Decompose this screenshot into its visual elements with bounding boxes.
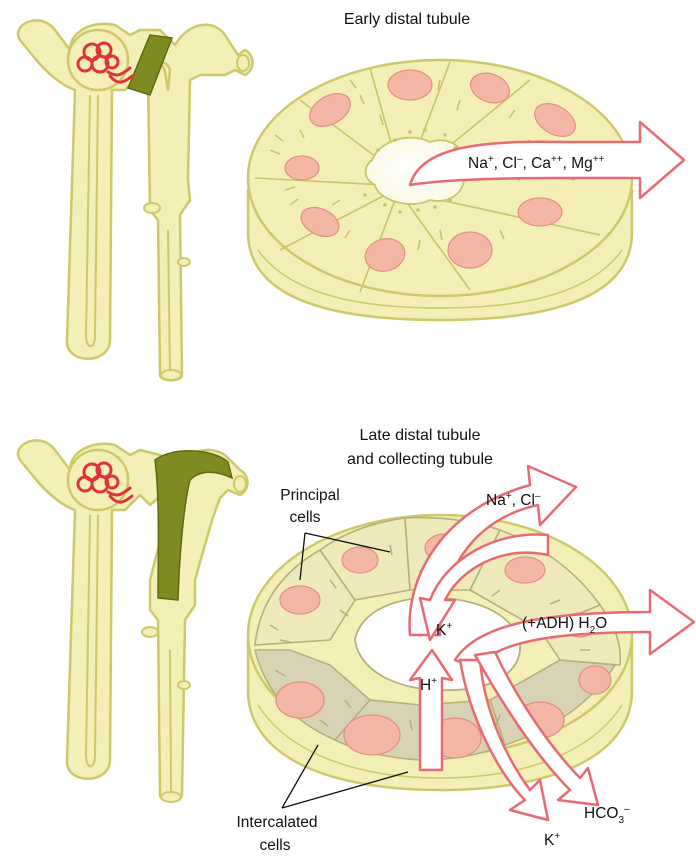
tubule-end-top xyxy=(161,370,181,380)
branch-top-3 xyxy=(237,55,249,71)
branch-bottom-2 xyxy=(178,681,190,689)
h: H xyxy=(420,677,431,694)
k-out-charge: + xyxy=(446,621,452,632)
branch-top-1 xyxy=(144,203,160,213)
tubule-outline-bottom xyxy=(18,440,247,800)
branch-bottom-1 xyxy=(142,627,158,637)
nephron-diagram-top xyxy=(18,20,252,380)
tubule-end-bottom xyxy=(161,792,181,802)
ion-sep-2: , xyxy=(523,155,532,172)
k-bottom-charge: + xyxy=(554,831,560,842)
na-label: Na xyxy=(486,492,506,509)
hco3-charge: – xyxy=(624,804,630,815)
na-cl-label: Na+, Cl– xyxy=(486,491,541,509)
cl-charge: – xyxy=(535,491,541,502)
ion-ca-charge: ++ xyxy=(551,154,563,165)
adh-prefix: (+ADH) H xyxy=(522,615,590,632)
k-bottom-label: K+ xyxy=(544,831,560,849)
ion-sep-1: , xyxy=(494,155,503,172)
ion-ca: Ca xyxy=(531,155,551,172)
ion-cl: Cl xyxy=(502,155,517,172)
ion-mg-charge: ++ xyxy=(593,154,605,165)
adh-suffix: O xyxy=(595,615,607,632)
early-distal-cross-section: Early distal tubule xyxy=(248,11,684,320)
early-distal-title: Early distal tubule xyxy=(344,11,470,28)
late-distal-title-line1: Late distal tubule xyxy=(360,427,481,444)
intercalated-cells-label-line1: Intercalated xyxy=(237,814,318,831)
hco3-sub: 3 xyxy=(618,815,624,826)
collecting-inner-bottom xyxy=(170,650,171,792)
ion-na: Na xyxy=(468,155,488,172)
k-bottom: K xyxy=(544,832,555,849)
branch-bottom-3 xyxy=(234,476,246,492)
hco3-label: HCO3– xyxy=(584,804,630,826)
nephron-diagram-bottom xyxy=(18,440,247,802)
ion-sep-3: , xyxy=(563,155,572,172)
late-distal-cross-section: Late distal tubule and collecting tubule xyxy=(237,427,695,854)
cl-label: Cl xyxy=(520,492,535,509)
k-out: K xyxy=(436,622,447,639)
principal-cells-label-line1: Principal xyxy=(280,487,339,504)
na-cl-sep: , xyxy=(512,492,521,509)
branch-top-2 xyxy=(178,258,190,266)
h-charge: + xyxy=(431,676,437,687)
principal-cells-label-line2: cells xyxy=(289,509,320,526)
late-distal-title-line2: and collecting tubule xyxy=(347,451,493,468)
ion-mg: Mg xyxy=(571,155,593,172)
intercalated-cells-label-line2: cells xyxy=(259,837,290,854)
hco3: HCO xyxy=(584,805,618,822)
